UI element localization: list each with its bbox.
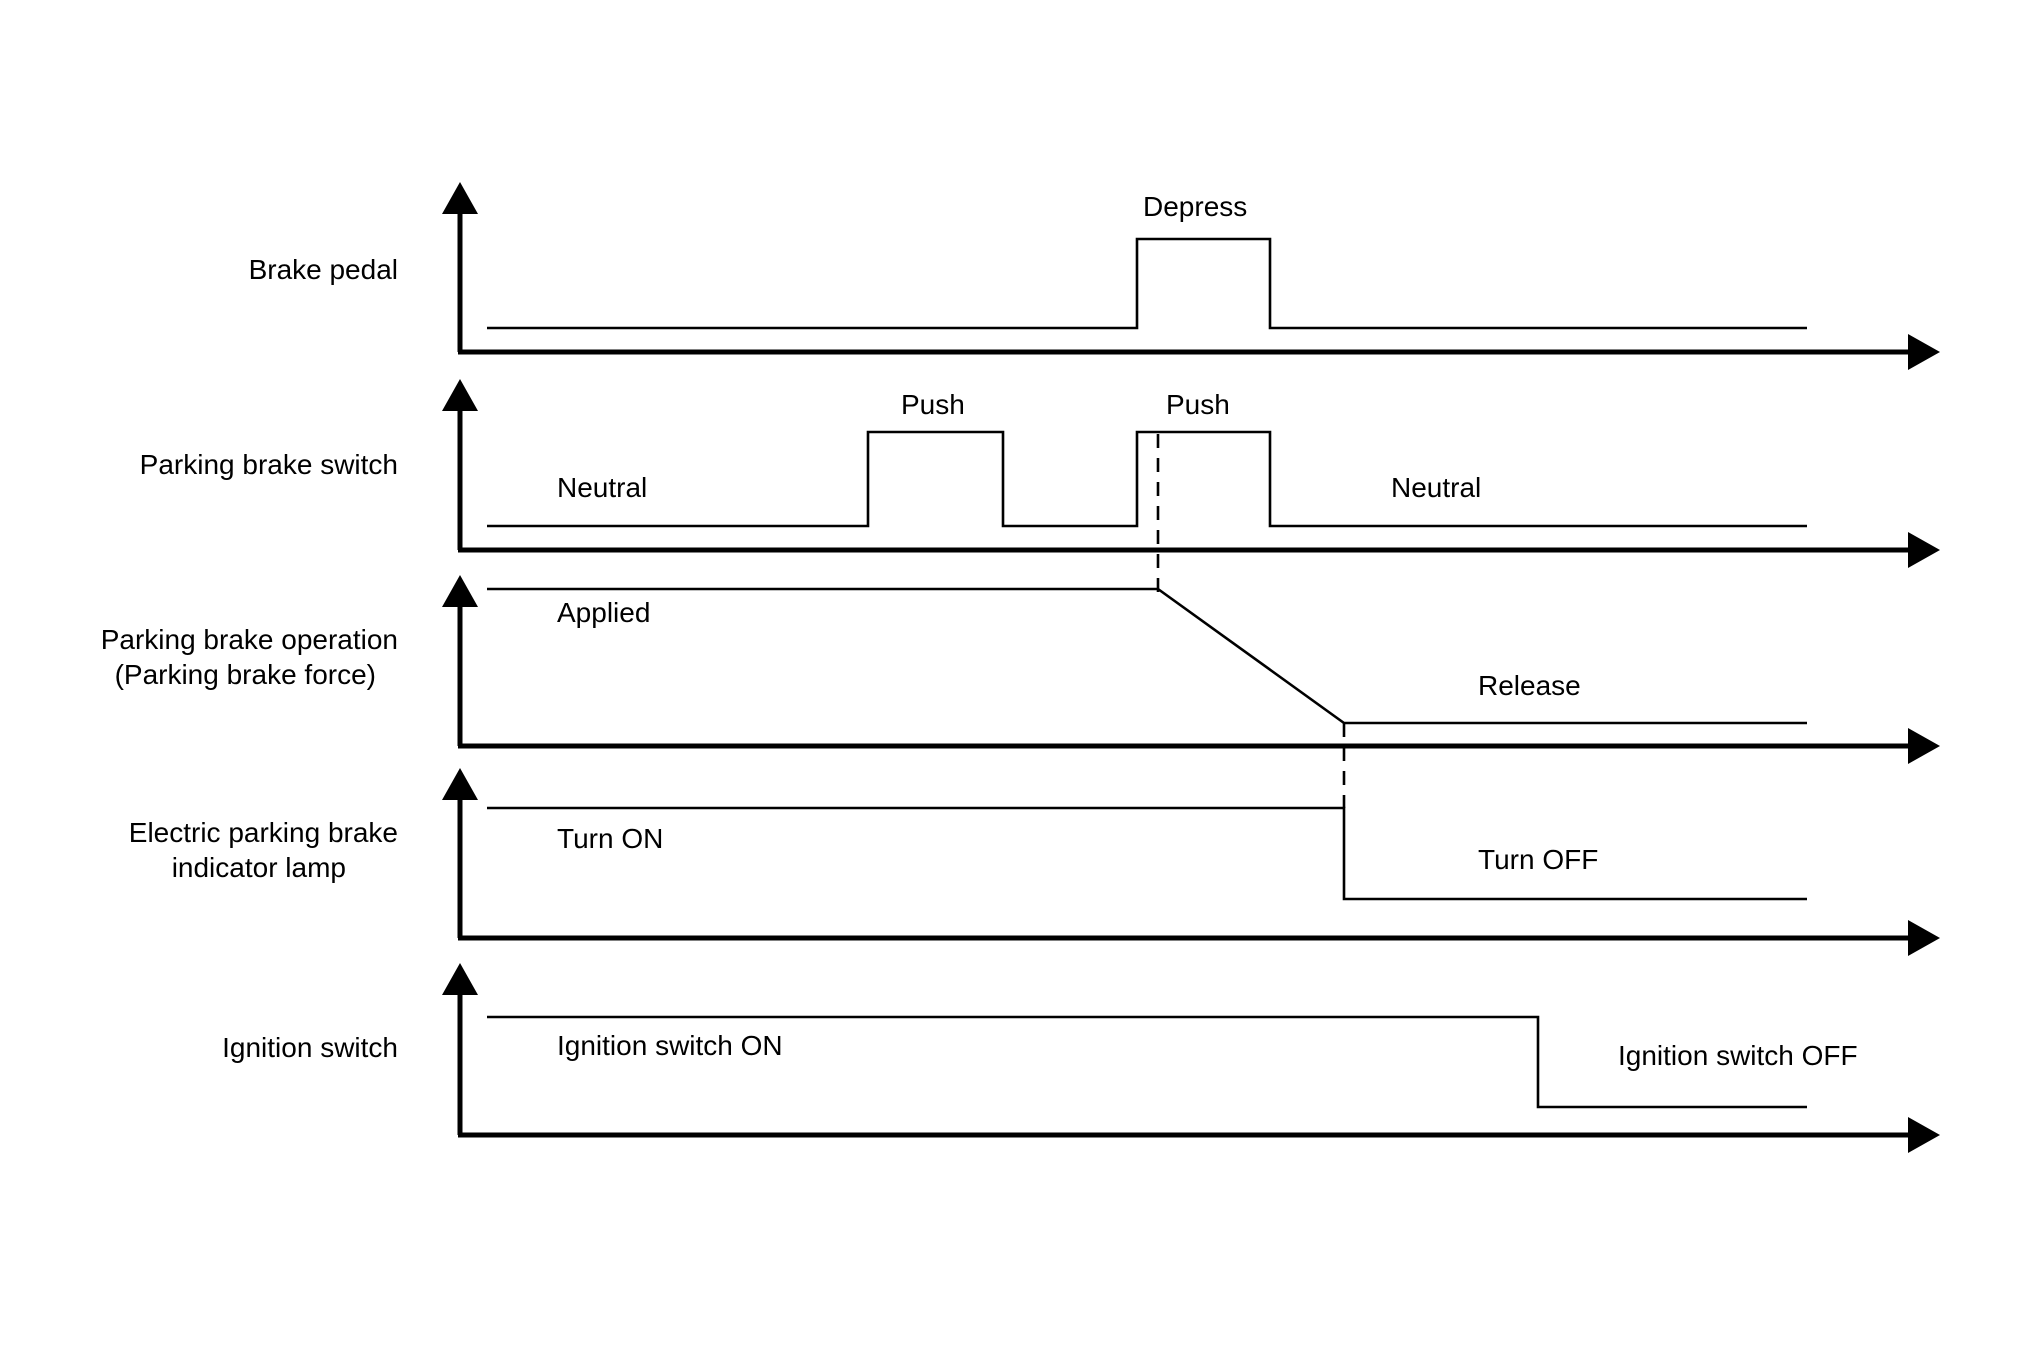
y-axis-arrow-brake-pedal <box>442 182 478 214</box>
state-turn-off: Turn OFF <box>1478 844 1598 875</box>
row-parking-brake-switch: Parking brake switch Neutral Push Push N… <box>140 379 1940 568</box>
row-label-indicator-lamp-1: Electric parking brake <box>129 817 398 848</box>
row-label-parking-brake-operation-1: Parking brake operation <box>101 624 398 655</box>
row-label-parking-brake-operation-2: (Parking brake force) <box>115 659 376 690</box>
state-push-2: Push <box>1166 389 1230 420</box>
row-indicator-lamp: Electric parking brake indicator lamp Tu… <box>129 768 1940 956</box>
state-neutral-2: Neutral <box>1391 472 1481 503</box>
y-axis-arrow-indicator-lamp <box>442 768 478 800</box>
row-label-parking-brake-switch: Parking brake switch <box>140 449 398 480</box>
state-depress: Depress <box>1143 191 1247 222</box>
row-ignition-switch: Ignition switch Ignition switch ON Ignit… <box>222 963 1940 1153</box>
row-label-indicator-lamp-2: indicator lamp <box>172 852 346 883</box>
x-axis-arrow-ignition-switch <box>1908 1117 1940 1153</box>
row-brake-pedal: Brake pedal Depress <box>249 182 1940 370</box>
state-ignition-off: Ignition switch OFF <box>1618 1040 1858 1071</box>
row-label-brake-pedal: Brake pedal <box>249 254 398 285</box>
signal-parking-brake-switch <box>487 430 1807 528</box>
state-neutral-1: Neutral <box>557 472 647 503</box>
state-applied: Applied <box>557 597 650 628</box>
x-axis-arrow-parking-brake-switch <box>1908 532 1940 568</box>
signal-brake-pedal <box>487 237 1807 330</box>
y-axis-arrow-ignition-switch <box>442 963 478 995</box>
state-push-1: Push <box>901 389 965 420</box>
y-axis-arrow-parking-brake-switch <box>442 379 478 411</box>
x-axis-arrow-indicator-lamp <box>1908 920 1940 956</box>
signal-indicator-lamp <box>487 806 1807 901</box>
x-axis-arrow-parking-brake-operation <box>1908 728 1940 764</box>
state-turn-on: Turn ON <box>557 823 663 854</box>
state-ignition-on: Ignition switch ON <box>557 1030 783 1061</box>
signal-parking-brake-force <box>487 587 1807 725</box>
row-parking-brake-operation: Parking brake operation (Parking brake f… <box>101 575 1940 764</box>
y-axis-arrow-parking-brake-operation <box>442 575 478 607</box>
row-label-ignition-switch: Ignition switch <box>222 1032 398 1063</box>
x-axis-arrow-brake-pedal <box>1908 334 1940 370</box>
state-release: Release <box>1478 670 1581 701</box>
signal-ignition-switch <box>487 1015 1807 1109</box>
